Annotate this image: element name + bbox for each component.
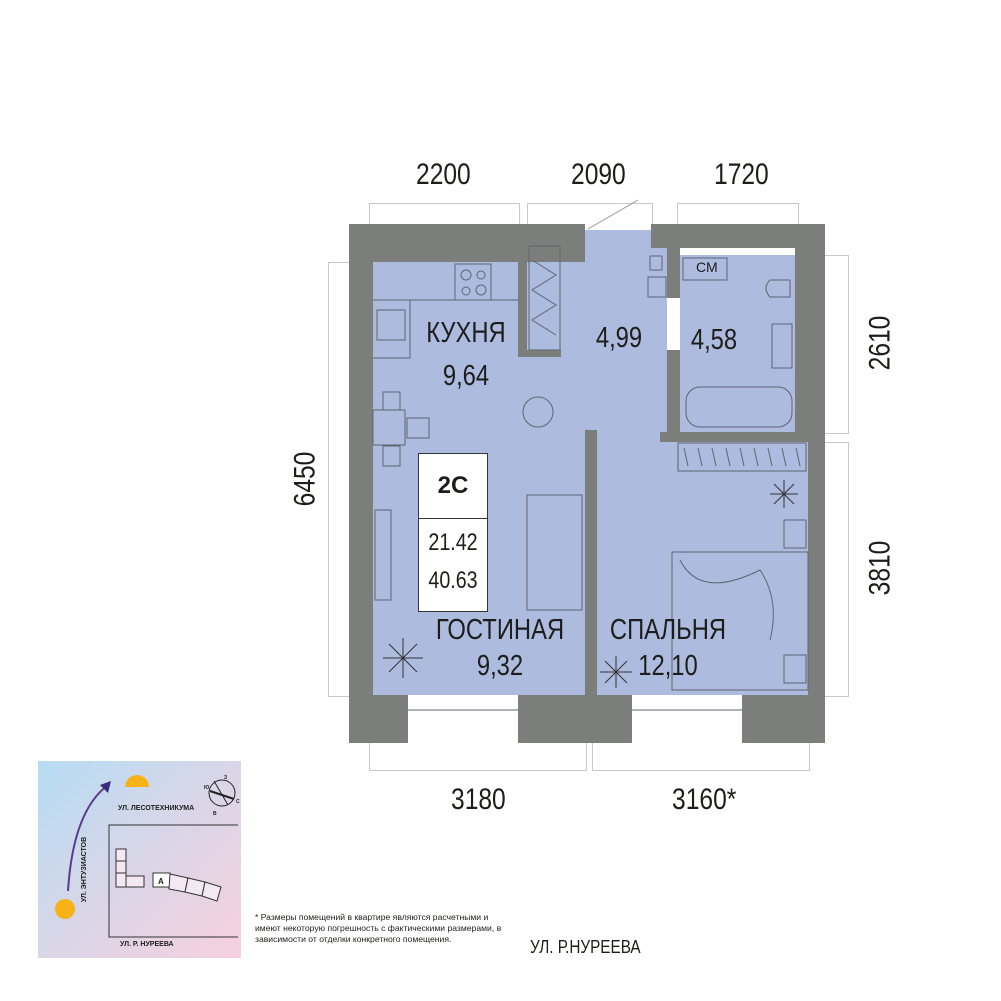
apartment-type: 2С	[419, 454, 487, 519]
footnote: * Размеры помещений в квартире являются …	[255, 912, 502, 944]
site-boundary	[108, 824, 238, 938]
wall-bottom-mid	[518, 695, 632, 743]
living-area: 9,32	[476, 650, 524, 682]
street-north: УЛ. ЛЕСОТЕХНИКУМА	[118, 805, 195, 812]
wall-bath-left-1	[667, 248, 680, 298]
washbasin-icon	[771, 323, 793, 369]
sun-icon-west	[55, 899, 75, 919]
sun-path-arrow	[67, 784, 109, 892]
total-area: 40.63	[428, 567, 478, 594]
wall-right	[795, 224, 825, 432]
sun-icon-north	[125, 775, 149, 787]
bedroom-name: СПАЛЬНЯ	[609, 614, 727, 646]
dim-line-top-3	[677, 203, 799, 224]
hall-floor	[585, 230, 667, 442]
dim-top-2: 2090	[571, 158, 626, 191]
compass-icon	[208, 779, 236, 807]
compass-s: В	[213, 811, 217, 817]
dim-line-right-1	[825, 255, 849, 434]
street-label: УЛ. Р.НУРЕЕВА	[530, 937, 641, 957]
sofa-icon	[526, 494, 583, 611]
wall-bottom-left	[349, 695, 408, 743]
dining-table-icon	[372, 409, 406, 446]
dim-line-top-2	[527, 203, 653, 224]
bedroom-floor	[597, 442, 808, 695]
wall-bath-left-2	[667, 350, 680, 442]
washing-machine-label: СМ	[696, 259, 718, 275]
stove-icon	[454, 263, 492, 301]
dim-bottom-2: 3160*	[672, 783, 737, 816]
kitchen-name: КУХНЯ	[426, 317, 506, 349]
wardrobe-icon	[528, 245, 561, 351]
hall-area: 4,99	[595, 322, 643, 354]
dim-line-top-1	[369, 203, 520, 224]
plant-icon	[383, 480, 798, 688]
street-south: УЛ. Р. НУРЕЕВА	[120, 941, 174, 948]
bedroom-wardrobe-icon	[677, 442, 807, 472]
living-name: ГОСТИНАЯ	[435, 614, 565, 646]
bathtub-icon	[685, 386, 793, 428]
location-map: УЛ. ЛЕСОТЕХНИКУМА УЛ. ЭНТУЗИАСТОВ УЛ. Р.…	[38, 761, 241, 958]
wall-top-left	[349, 224, 585, 262]
kitchen-area: 9,64	[442, 360, 490, 392]
wall-bath-bottom	[660, 432, 825, 442]
dim-top-3: 1720	[714, 158, 769, 191]
apartment-info-card: 2С 21.42 40.63	[418, 453, 488, 612]
kitchen-counter	[373, 299, 411, 359]
street-west: УЛ. ЭНТУЗИАСТОВ	[81, 836, 89, 903]
toilet-icon	[765, 279, 791, 298]
wall-bottom-right	[742, 695, 825, 743]
towel-rail-icon	[649, 255, 663, 271]
dim-line-right-2	[825, 442, 849, 697]
person-icon	[522, 396, 554, 428]
wall-wardrobe	[518, 245, 527, 357]
bedroom-area: 12,10	[638, 650, 698, 682]
washing-machine-icon	[682, 257, 728, 281]
building-block	[115, 848, 222, 902]
bathroom-area: 4,58	[690, 324, 738, 356]
dim-top-1: 2200	[416, 158, 471, 191]
section-label: А	[158, 877, 164, 886]
living-area-total: 21.42	[428, 529, 478, 556]
wall-wardrobe-bottom	[518, 350, 561, 357]
entrance-door-icon	[587, 199, 639, 230]
bathroom-floor	[680, 255, 795, 432]
dim-line-left	[328, 262, 349, 697]
dim-line-bottom-1	[369, 743, 587, 771]
dim-line-bottom-2	[592, 743, 810, 771]
compass-n: З	[224, 775, 228, 781]
wall-left	[349, 224, 373, 743]
compass-w: Ю	[204, 785, 210, 791]
compass-e: С	[236, 799, 240, 805]
wall-right-lower	[808, 432, 825, 743]
wall-partition	[585, 430, 597, 743]
dim-bottom-1: 3180	[451, 783, 506, 816]
bed-icon	[671, 551, 809, 691]
sink-icon	[376, 309, 406, 341]
